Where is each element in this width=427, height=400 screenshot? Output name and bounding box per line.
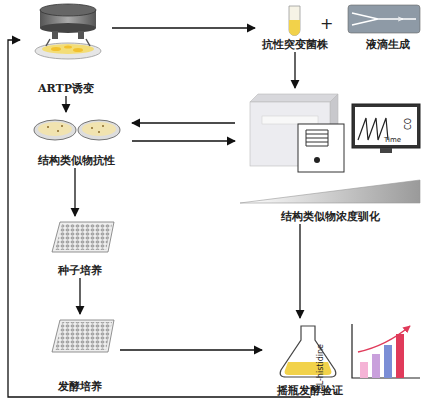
process-node: 摇瓶发酵验证 <box>262 318 358 398</box>
figure-label: + <box>320 14 333 33</box>
process-node: 液滴生成 <box>350 4 426 52</box>
well-plate <box>52 222 114 252</box>
process-node: 种子培养 <box>40 216 120 278</box>
figure-label: L-histidine <box>316 344 325 385</box>
flow-arrow <box>65 96 66 112</box>
process-node: 发酵培养 <box>40 314 120 394</box>
node-caption: ARTP诱变 <box>38 82 94 96</box>
figure-label: CO <box>404 118 413 130</box>
node-caption: 摇瓶发酵验证 <box>277 384 343 398</box>
process-node: 结构类似物浓度驯化 <box>235 88 425 224</box>
node-caption: 发酵培养 <box>58 380 102 394</box>
process-node: ARTP诱变 <box>20 2 112 96</box>
bar-chart <box>352 324 420 378</box>
flow-arrow <box>132 122 235 123</box>
artp-machine <box>35 4 101 59</box>
flow-arrow <box>112 27 255 28</box>
monitor <box>352 104 420 153</box>
flow-arrow <box>294 52 295 88</box>
flow-arrow <box>120 349 262 350</box>
test-tube <box>289 6 300 36</box>
node-caption: 液滴生成 <box>366 38 410 52</box>
process-node: 结构类似物抗性 <box>20 112 132 168</box>
node-caption: 结构类似物浓度驯化 <box>281 210 380 224</box>
flow-arrow <box>132 140 235 141</box>
flow-arrow <box>8 40 310 398</box>
node-caption: 结构类似物抗性 <box>38 154 115 168</box>
figure-label: Time <box>384 136 401 144</box>
gradient-wedge <box>240 180 420 203</box>
droplet-chip <box>348 5 420 33</box>
instrument <box>250 94 344 172</box>
node-caption: 种子培养 <box>58 264 102 278</box>
node-caption: 抗性突变菌株 <box>262 38 328 52</box>
petri-dishes <box>34 120 120 140</box>
flow-arrow <box>299 224 300 318</box>
shake-flask <box>280 326 336 377</box>
flow-arrow <box>74 168 75 216</box>
well-plate <box>52 320 114 352</box>
flow-arrow <box>79 278 80 314</box>
